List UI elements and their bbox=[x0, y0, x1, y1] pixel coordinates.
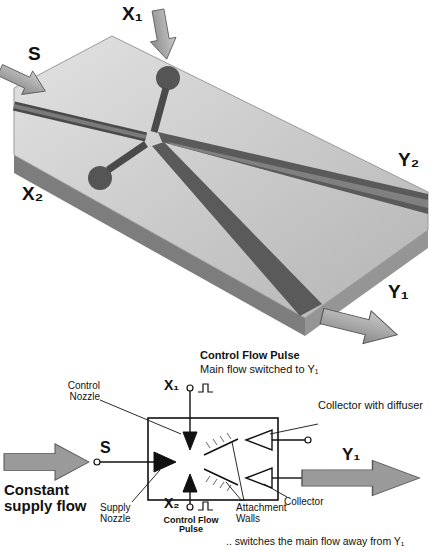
control-line bbox=[189, 391, 190, 432]
control-line bbox=[189, 492, 190, 504]
amplifier-box bbox=[148, 418, 278, 500]
leader-line bbox=[132, 470, 160, 502]
part-label: Control Nozzle bbox=[50, 381, 100, 402]
subheading-label: Main flow switched to Y₁ bbox=[200, 364, 318, 376]
terminal bbox=[94, 459, 100, 465]
wall-hatch bbox=[206, 433, 231, 448]
supply-channel-floor bbox=[14, 106, 146, 137]
port-label: S bbox=[28, 44, 41, 64]
control-nozzle bbox=[183, 432, 197, 450]
caption-note: .. switches the main flow away from Y₁ bbox=[226, 536, 404, 547]
control-channel bbox=[108, 144, 146, 170]
control-channel bbox=[154, 88, 166, 132]
signal-note: Control Flow Pulse bbox=[160, 516, 222, 535]
heading-label: Control Flow Pulse bbox=[200, 350, 300, 362]
flow-label: Constant supply flow bbox=[4, 482, 96, 514]
channel-floor bbox=[168, 142, 428, 208]
port-label: X₂ bbox=[22, 184, 43, 204]
leader-line bbox=[270, 424, 318, 434]
signal-name: X₂ bbox=[164, 496, 180, 511]
port-label: X₁ bbox=[122, 4, 143, 24]
flow-arrow bbox=[0, 58, 51, 103]
top-face bbox=[14, 36, 428, 318]
leader-line bbox=[232, 442, 244, 501]
supply-nozzle bbox=[154, 452, 176, 472]
pulse-symbol bbox=[198, 502, 213, 510]
leader-line bbox=[226, 482, 242, 501]
leader-line bbox=[264, 484, 287, 497]
device-block bbox=[14, 36, 428, 336]
output-line bbox=[272, 477, 302, 478]
supply-line bbox=[100, 461, 154, 462]
output-line bbox=[272, 439, 305, 440]
pulse-symbol bbox=[198, 384, 213, 392]
output-channel bbox=[152, 142, 322, 316]
part-label: Supply Nozzle bbox=[100, 503, 148, 524]
output-arrow bbox=[302, 460, 420, 495]
control-port bbox=[156, 66, 180, 90]
part-label: Collector with diffuser bbox=[318, 400, 428, 412]
port-label: Y₁ bbox=[388, 282, 409, 302]
part-label: Collector bbox=[284, 497, 323, 508]
collector-symbol bbox=[246, 430, 272, 450]
terminal bbox=[187, 385, 193, 391]
terminal bbox=[305, 437, 311, 443]
signal-name: S bbox=[100, 440, 111, 457]
signal-name: Y₁ bbox=[342, 446, 360, 464]
supply-channel bbox=[14, 106, 146, 137]
collector-symbol bbox=[246, 468, 272, 488]
terminal bbox=[187, 504, 193, 510]
port-label: Y₂ bbox=[398, 150, 419, 170]
flow-arrow bbox=[318, 300, 401, 352]
supply-arrow bbox=[4, 444, 89, 480]
signal-name: X₁ bbox=[164, 378, 179, 393]
output-channel bbox=[158, 132, 428, 214]
control-nozzle bbox=[183, 474, 197, 492]
leader-line bbox=[100, 400, 181, 434]
flow-arrow bbox=[145, 8, 179, 62]
